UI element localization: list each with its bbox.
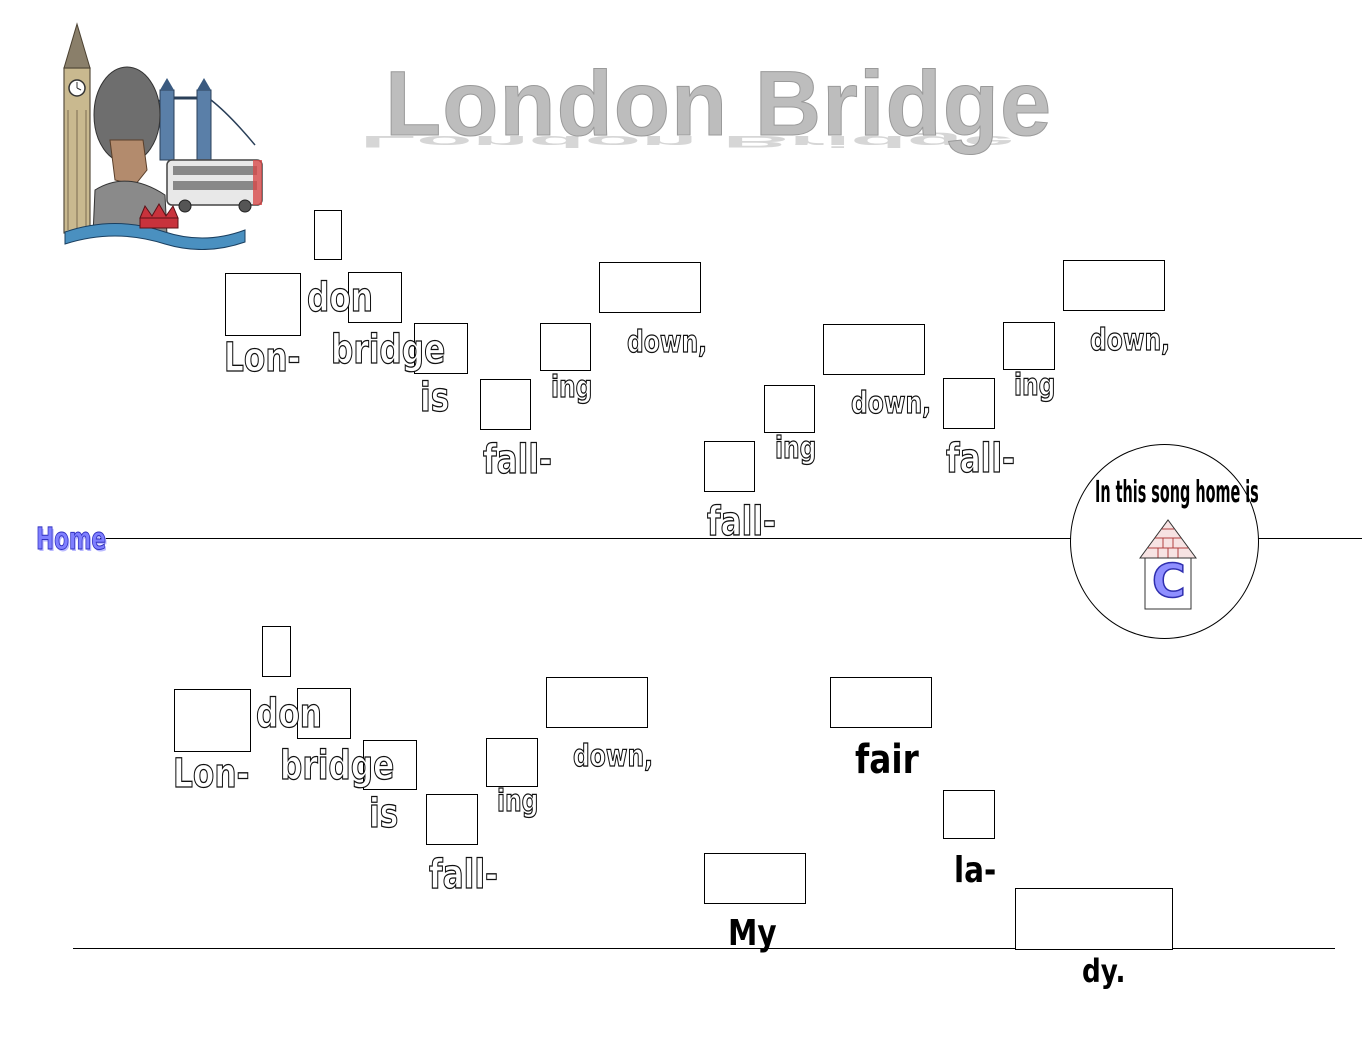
house-icon [1139,519,1197,610]
home-caption: In this song home is [1095,475,1259,510]
lyric-is: is [419,375,450,421]
lyric-ing: ing [496,784,539,819]
note-box[interactable] [348,272,402,323]
lyric-down: down, [850,386,931,421]
note-box[interactable] [174,689,251,752]
lyric-dy: dy. [1082,952,1126,990]
note-box[interactable] [1063,260,1165,311]
note-box[interactable] [943,378,995,429]
note-box[interactable] [546,677,648,728]
lyric-fall: fall- [428,852,498,898]
lyric-fall: fall- [482,437,552,483]
lyric-lon: Lon- [172,751,250,797]
home-link[interactable]: Home [36,522,107,557]
lyric-lon: Lon- [223,335,301,381]
lyric-ing: ing [774,431,817,466]
lyric-don: don [255,691,322,737]
note-box[interactable] [1015,888,1173,950]
lyric-down: down, [572,739,653,774]
note-box[interactable] [297,688,351,739]
note-box[interactable] [414,323,468,374]
note-box[interactable] [943,790,995,839]
lyric-bridge: bridge [330,327,446,373]
crown-icon [64,203,246,250]
big-ben-icon [63,22,91,234]
note-box[interactable] [704,441,755,492]
note-box[interactable] [823,324,925,375]
lyric-fair: fair [855,737,919,783]
lyric-fall: fall- [706,499,776,545]
note-box[interactable] [830,677,932,728]
note-box[interactable] [540,323,591,371]
note-box[interactable] [480,379,531,430]
note-box[interactable] [225,273,301,336]
note-box[interactable] [599,262,701,313]
lyric-down: down, [626,325,707,360]
home-key-letter: C [1151,554,1186,608]
lyric-my: My [728,913,777,954]
lyric-is: is [368,791,399,837]
note-box[interactable] [262,626,291,677]
note-box[interactable] [314,210,342,260]
double-decker-bus-icon [166,159,263,213]
staff-line-1 [100,538,1362,539]
lyric-la: la- [954,850,997,891]
note-box[interactable] [363,740,417,790]
note-box[interactable] [704,853,806,904]
lyric-bridge: bridge [279,743,395,789]
lyric-don: don [306,275,373,321]
note-box[interactable] [426,794,478,845]
staff-line-2 [73,948,1335,949]
lyric-fall: fall- [945,436,1015,482]
lyric-ing: ing [550,370,593,405]
note-box[interactable] [486,738,538,787]
lyric-down: down, [1089,323,1170,358]
lyric-ing: ing [1013,368,1056,403]
page-title: London Bridge [384,53,1053,155]
london-clipart [63,22,263,250]
note-box[interactable] [1003,322,1055,370]
note-box[interactable] [764,385,815,433]
